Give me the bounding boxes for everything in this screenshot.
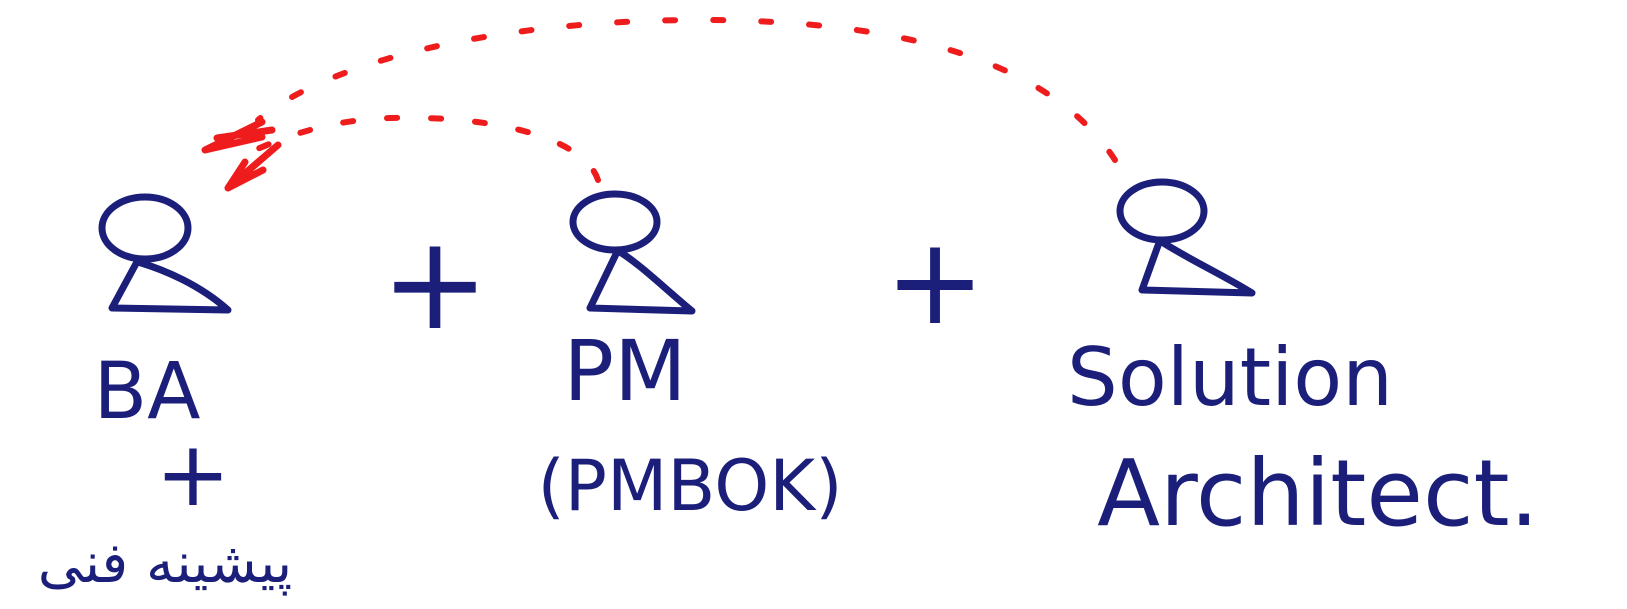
pm-label: PM [563, 322, 686, 420]
sa-person-icon [1116, 178, 1256, 297]
ba-persian-note: پیشینه فنی [38, 531, 292, 596]
arrowhead-outer-icon [201, 118, 276, 154]
dotted-arrows [201, 17, 1118, 192]
arrow-sa-to-ba [255, 17, 1118, 163]
arrowhead-inner-icon [224, 141, 282, 192]
sa-label-line2: Architect. [1097, 440, 1539, 547]
arrow-pm-to-ba [252, 114, 601, 183]
plus-operator-1: + [381, 207, 490, 359]
sa-label-line1: Solution [1067, 331, 1393, 424]
plus-operator-2: + [885, 213, 986, 352]
pm-person-icon [569, 190, 696, 315]
pm-sublabel: (PMBOK) [537, 445, 842, 527]
ba-person-icon [98, 193, 232, 314]
ba-label: BA [94, 347, 201, 437]
ba-plus: + [155, 422, 230, 527]
